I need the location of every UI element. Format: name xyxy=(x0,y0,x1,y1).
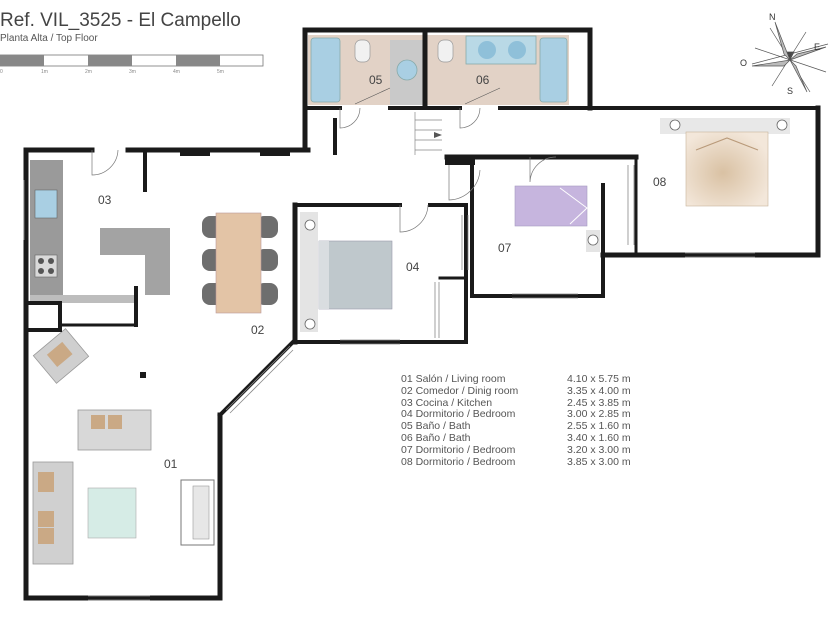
windows xyxy=(23,165,755,601)
scale-label: 0 xyxy=(0,69,3,75)
living-area xyxy=(32,328,215,565)
doors xyxy=(91,107,557,233)
scale-label: 5m xyxy=(217,69,224,75)
bathroom-05-area xyxy=(308,35,423,105)
room-label-01: 01 xyxy=(164,457,178,471)
room-label-06: 06 xyxy=(476,73,490,87)
kitchen-area xyxy=(30,160,170,303)
scale-label: 2m xyxy=(85,69,92,75)
compass-south-label: S xyxy=(787,86,794,96)
plan-title: Ref. VIL_3525 - El Campello xyxy=(0,10,241,31)
room-label-03: 03 xyxy=(98,193,112,207)
bedroom-04-area xyxy=(300,212,393,332)
walls xyxy=(23,27,821,601)
compass-east-label: E xyxy=(814,42,821,52)
room-label-04: 04 xyxy=(406,260,420,274)
scale-label: 4m xyxy=(173,69,180,75)
room-label-05: 05 xyxy=(369,73,383,87)
stair xyxy=(414,112,442,155)
room-label-07: 07 xyxy=(498,241,512,255)
compass-west-label: O xyxy=(740,58,748,68)
dining-table-area xyxy=(202,212,278,314)
bedroom-07-area xyxy=(514,185,600,252)
scale-bar xyxy=(0,54,264,67)
room-label-02: 02 xyxy=(251,323,265,337)
scale-label: 1m xyxy=(41,69,48,75)
compass-icon xyxy=(751,21,829,93)
plan-subtitle: Planta Alta / Top Floor xyxy=(0,33,98,44)
room-label-08: 08 xyxy=(653,175,667,189)
bathroom-06-area xyxy=(427,35,569,105)
scale-label: 3m xyxy=(129,69,136,75)
bedroom-08-area xyxy=(660,118,790,207)
compass-north-label: N xyxy=(769,12,776,22)
